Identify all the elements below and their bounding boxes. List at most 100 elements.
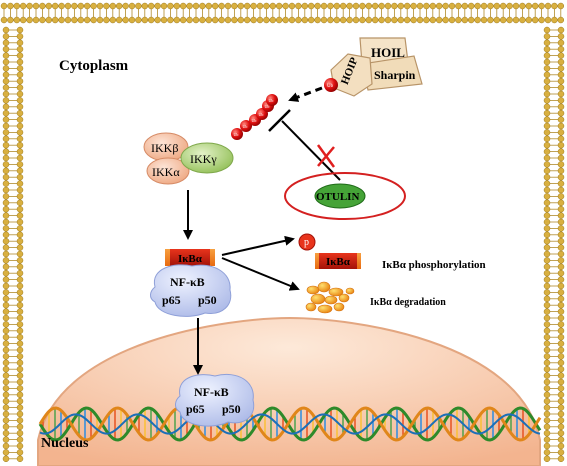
lipid-head [103,16,110,24]
lipid-head [2,404,10,411]
lipid-head [525,2,533,10]
lipid-head [543,295,551,303]
lipid-head [211,16,219,24]
lipid-head [429,2,437,10]
lipid-head [339,16,347,24]
lipid-head [314,16,321,24]
lipid-head [16,289,24,296]
lipid-head [543,180,551,187]
lipid-head [269,16,277,24]
lipid-head [231,16,238,24]
lipid-head [307,2,315,10]
lipid-head [544,16,552,24]
lipid-head [455,16,462,24]
lipid-head [2,84,10,91]
lipid-head [461,2,469,10]
lipid-head [122,2,129,10]
otulin-inhibition: OTULIN [268,109,406,220]
lipid-head [557,2,565,10]
lipid-head [339,2,347,10]
lipid-head [2,429,10,437]
lipid-head [557,205,565,213]
lipid-head [557,231,565,239]
lipid-head [16,257,24,264]
lipid-head [352,16,360,24]
p50-label: p50 [198,293,217,307]
lipid-head [192,16,200,24]
lipid-head [480,16,488,24]
lipid-head [16,90,24,98]
lipid-head [467,16,475,24]
lipid-head [442,16,449,24]
lipid-head [16,148,24,155]
lipid-head [543,423,551,431]
ubiquitin-text: Ub [265,104,270,109]
lipid-head [487,2,494,10]
lipid-head [543,385,551,392]
lipid-head [16,141,24,149]
ubiquitin-text: Ub [259,112,264,117]
lipid-head [13,16,21,24]
lipid-head [135,16,142,24]
ikk-gamma-shape [180,142,234,174]
lipid-head [525,16,533,24]
lipid-head [122,16,129,24]
lipid-head [557,225,565,232]
lipid-head [493,2,501,10]
lipid-head [557,417,565,424]
lipid-head [147,16,155,24]
lipid-head [543,225,551,232]
lipid-head [499,2,507,10]
lipid-head [16,167,24,175]
lubac-complex: HOIL Sharpin HOIP Ub [324,37,423,97]
lipid-head [557,295,565,303]
lipid-head [199,2,206,10]
lipid-head [448,16,456,24]
lipid-head [512,2,520,10]
lipid-head [288,16,296,24]
lipid-head [2,397,10,405]
lipid-head [16,180,24,187]
lipid-head [16,276,24,283]
lipid-head [16,116,24,123]
lipid-head [16,359,24,367]
lipid-head [557,58,565,66]
lipid-head [506,2,513,10]
lipid-head [543,231,551,239]
otulin-inhibition-line [281,120,341,181]
lipid-head [543,353,551,360]
lipid-head [16,218,24,226]
lipid-head [359,2,366,10]
lipid-head [557,161,565,168]
lipid-head [557,193,565,200]
lipid-head [2,77,10,85]
lipid-head [493,16,501,24]
lipid-head [557,129,565,136]
lipid-head [2,237,10,245]
ikba-edge-right [210,249,215,266]
lipid-head [543,58,551,66]
lipid-head [154,2,161,10]
lipid-head [16,33,24,40]
lipid-head [16,308,24,315]
lipid-head [2,129,10,136]
lipid-head [543,135,551,143]
lipid-head [224,16,232,24]
lipid-head [2,269,10,277]
lipid-head [543,212,551,219]
lipid-head [45,16,53,24]
lipid-head [154,16,161,24]
nfkb-cytoplasm-shape [150,264,232,317]
lipid-head [109,2,117,10]
lipid-head [16,449,24,456]
lipid-head [543,449,551,456]
lipid-head [179,2,187,10]
lipid-head [2,109,10,117]
phospho-ikba-label: IκBα [326,256,351,268]
ikba-fragment [338,293,350,303]
lipid-head [543,237,551,245]
lubac-ub-text: Ub [327,84,334,89]
lipid-head [16,173,24,181]
lipid-head [103,2,110,10]
